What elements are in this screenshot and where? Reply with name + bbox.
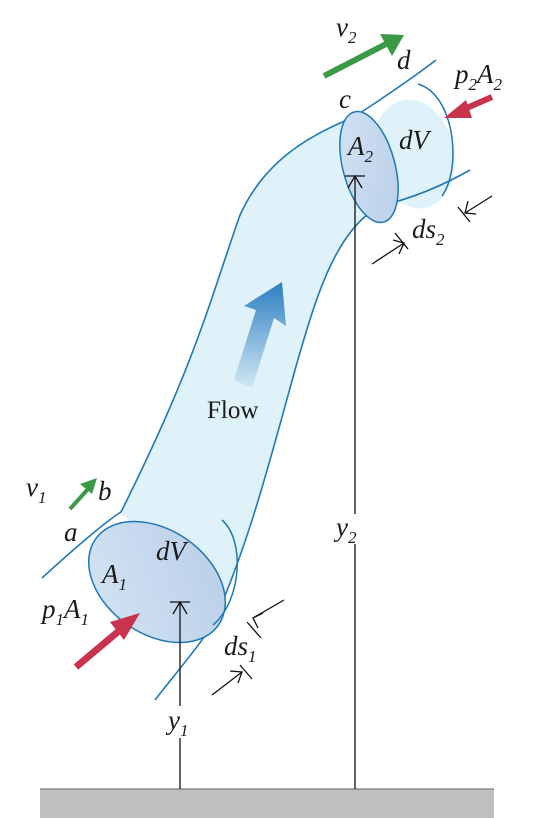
volume-end-top xyxy=(417,83,454,197)
label-d: d xyxy=(397,45,411,75)
ds1-dimension xyxy=(211,599,285,696)
ground xyxy=(40,789,494,818)
height-line-y1 xyxy=(170,600,190,789)
label-p2A2: p2A2 xyxy=(453,59,503,94)
label-b: b xyxy=(98,476,112,506)
label-A2: A2 xyxy=(346,131,374,166)
velocity-arrow-v1 xyxy=(68,478,97,511)
label-flow: Flow xyxy=(207,397,258,424)
label-y2: y2 xyxy=(333,512,357,547)
label-ds1: ds1 xyxy=(224,631,257,666)
velocity-arrow-v2 xyxy=(322,34,404,79)
label-dV-top: dV xyxy=(399,125,433,155)
pressure-arrow-p2A2 xyxy=(444,94,494,118)
label-c: c xyxy=(339,84,351,114)
label-a: a xyxy=(64,517,78,547)
label-ds2: ds2 xyxy=(412,214,445,249)
ds2-dimension xyxy=(371,195,493,265)
label-y1: y1 xyxy=(165,705,188,740)
label-dV-bottom: dV xyxy=(156,536,190,566)
label-p1A1: p1A1 xyxy=(40,594,89,629)
label-A1: A1 xyxy=(100,559,127,594)
pressure-arrow-p1A1 xyxy=(73,613,140,670)
label-v2: v2 xyxy=(336,12,357,47)
volume-end-bottom xyxy=(212,519,238,626)
flow-arrow xyxy=(234,282,286,388)
height-line-y2 xyxy=(345,174,365,789)
label-v1: v1 xyxy=(26,472,46,507)
